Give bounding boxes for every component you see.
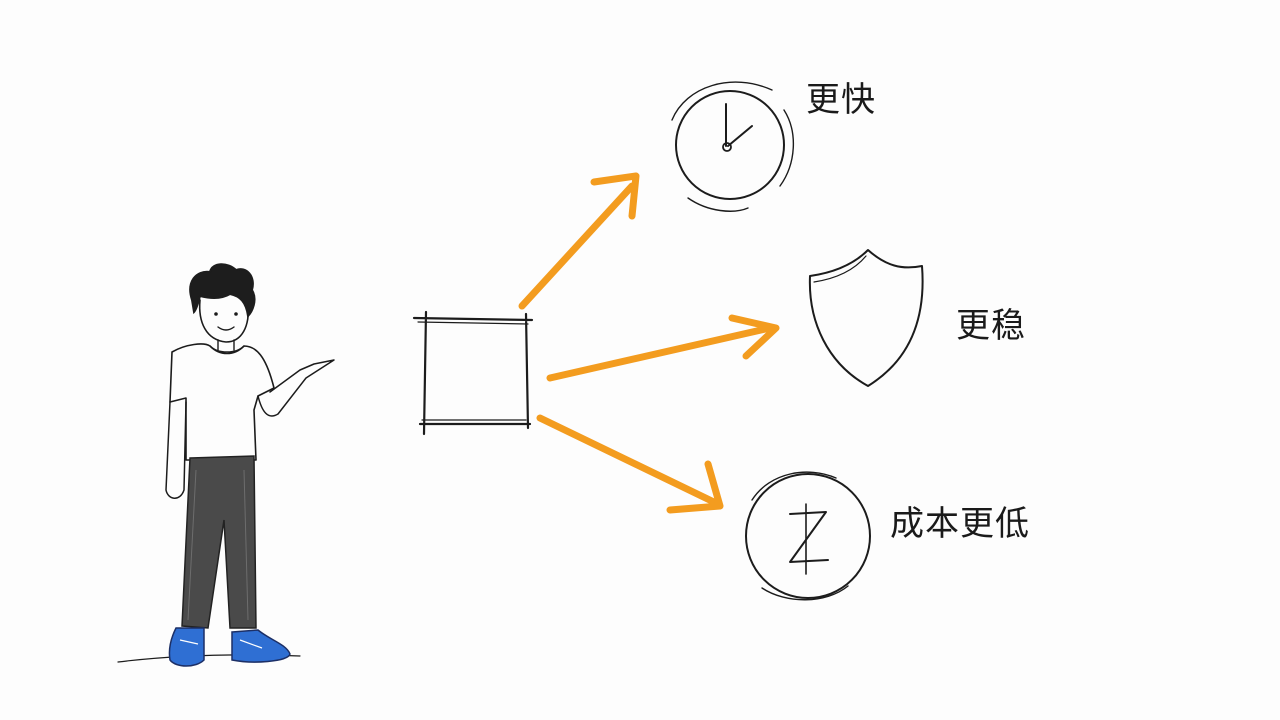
person-smile: [217, 326, 235, 331]
person-shoe-right: [231, 629, 291, 663]
arrow-to-cheaper: [536, 414, 724, 514]
person-figure: [165, 263, 335, 667]
clock-icon: [671, 81, 794, 212]
shield-icon: [808, 249, 924, 387]
person-arm-right: [257, 359, 335, 417]
person-shoe-left: [168, 627, 205, 667]
person-collar: [209, 345, 245, 353]
person-shirt: [169, 343, 275, 461]
person-eye-left: [214, 312, 218, 316]
label-cheaper: 成本更低: [890, 504, 1030, 544]
arrow-to-stable: [546, 314, 780, 382]
person-arm-left: [165, 401, 187, 499]
source-square-icon: [412, 310, 534, 436]
label-stable: 更稳: [956, 306, 1026, 346]
person-face: [198, 299, 250, 343]
coin-icon: [745, 471, 871, 601]
person-pants: [181, 455, 257, 629]
person-hair: [189, 263, 256, 319]
person-neck: [217, 339, 235, 351]
label-faster: 更快: [806, 80, 876, 120]
person-eye-right: [234, 312, 238, 316]
arrow-to-faster: [518, 172, 640, 310]
